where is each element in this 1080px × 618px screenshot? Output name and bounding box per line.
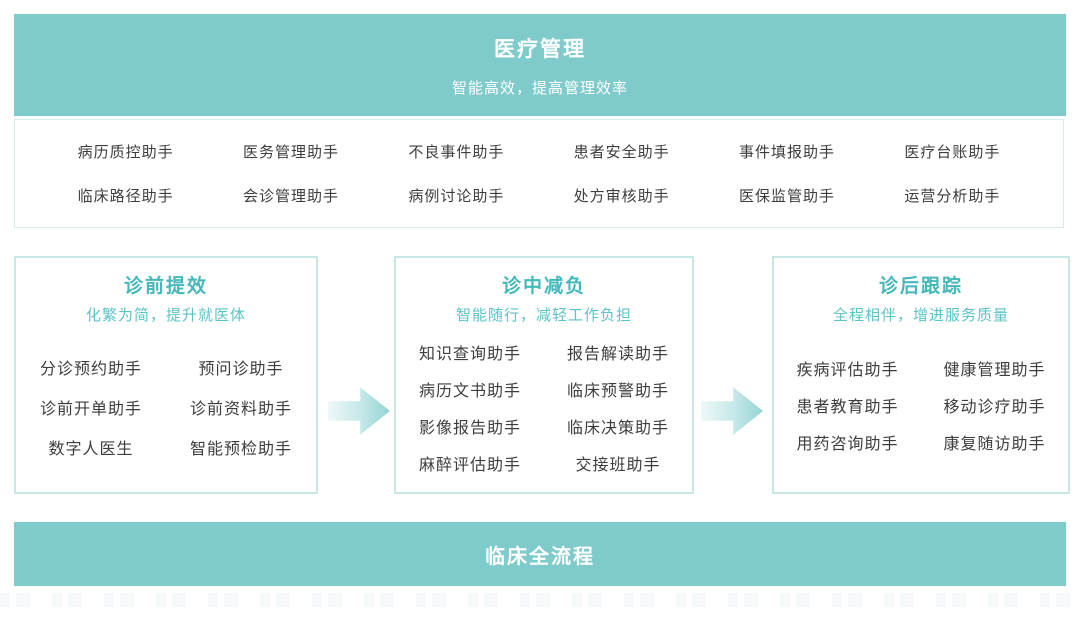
management-assistant: 会诊管理助手	[242, 187, 339, 205]
footer-banner: 临床全流程	[14, 522, 1066, 586]
header-subtitle: 智能高效，提高管理效率	[451, 79, 628, 97]
stage-assistant: 患者教育助手	[796, 399, 899, 416]
stage-assistant: 影像报告助手	[418, 420, 521, 437]
arrow-right-icon	[328, 387, 390, 435]
management-assistants-panel: 病历质控助手 医务管理助手 不良事件助手 患者安全助手 事件填报助手 医疗台账助…	[14, 119, 1064, 228]
management-assistant: 处方审核助手	[573, 187, 670, 205]
stage-subtitle: 全程相伴，增进服务质量	[832, 307, 1009, 324]
stage-assistant: 移动诊疗助手	[943, 399, 1046, 416]
stage-assistant: 数字人医生	[48, 441, 134, 458]
stage-card-post-visit: 诊后跟踪 全程相伴，增进服务质量 疾病评估助手 健康管理助手 患者教育助手 移动…	[772, 256, 1070, 494]
stage-card-pre-visit: 诊前提效 化繁为简，提升就医体 分诊预约助手 预问诊助手 诊前开单助手 诊前资料…	[14, 256, 318, 494]
stage-assistant: 预问诊助手	[198, 361, 284, 378]
stage-assistant: 知识查询助手	[418, 346, 521, 363]
management-assistant: 临床路径助手	[77, 187, 174, 205]
arrow-right-icon	[701, 387, 763, 435]
management-assistant: 运营分析助手	[904, 187, 1001, 205]
stage-title: 诊后跟踪	[878, 276, 963, 297]
management-assistant: 病历质控助手	[77, 144, 174, 162]
stage-assistant: 诊前资料助手	[189, 401, 292, 418]
header-title: 医疗管理	[494, 37, 586, 61]
stage-item-list: 知识查询助手 报告解读助手 病历文书助手 临床预警助手 影像报告助手 临床决策助…	[396, 344, 692, 477]
stage-subtitle: 智能随行，减轻工作负担	[455, 307, 632, 324]
stage-assistant: 用药咨询助手	[796, 436, 899, 453]
stage-assistant: 临床预警助手	[566, 383, 669, 400]
management-assistant: 事件填报助手	[738, 144, 835, 162]
management-assistant: 患者安全助手	[573, 144, 670, 162]
stage-item-list: 疾病评估助手 健康管理助手 患者教育助手 移动诊疗助手 用药咨询助手 康复随访助…	[774, 360, 1068, 456]
stage-card-in-visit: 诊中减负 智能随行，减轻工作负担 知识查询助手 报告解读助手 病历文书助手 临床…	[394, 256, 694, 494]
stage-assistant: 智能预检助手	[189, 441, 292, 458]
stage-title: 诊前提效	[123, 276, 208, 297]
management-assistant: 医疗台账助手	[904, 144, 1001, 162]
stage-assistant: 报告解读助手	[566, 346, 669, 363]
header-banner: 医疗管理 智能高效，提高管理效率	[14, 14, 1066, 116]
stage-assistant: 诊前开单助手	[39, 401, 142, 418]
stage-title: 诊中减负	[501, 276, 586, 297]
footer-title: 临床全流程	[485, 545, 595, 568]
watermark-strip	[0, 593, 1080, 607]
stage-item-list: 分诊预约助手 预问诊助手 诊前开单助手 诊前资料助手 数字人医生 智能预检助手	[16, 359, 316, 461]
stage-assistant: 康复随访助手	[943, 436, 1046, 453]
stage-assistant: 临床决策助手	[566, 420, 669, 437]
stage-assistant: 分诊预约助手	[39, 361, 142, 378]
stage-subtitle: 化繁为简，提升就医体	[85, 307, 246, 324]
stage-assistant: 疾病评估助手	[796, 362, 899, 379]
stage-assistant: 麻醉评估助手	[418, 457, 521, 474]
stage-assistant: 健康管理助手	[943, 362, 1046, 379]
management-assistant: 不良事件助手	[408, 144, 505, 162]
management-assistant: 医保监管助手	[738, 187, 835, 205]
stage-assistant: 病历文书助手	[418, 383, 521, 400]
management-assistant: 病例讨论助手	[408, 187, 505, 205]
management-assistant: 医务管理助手	[242, 144, 339, 162]
stage-assistant: 交接班助手	[575, 457, 661, 474]
